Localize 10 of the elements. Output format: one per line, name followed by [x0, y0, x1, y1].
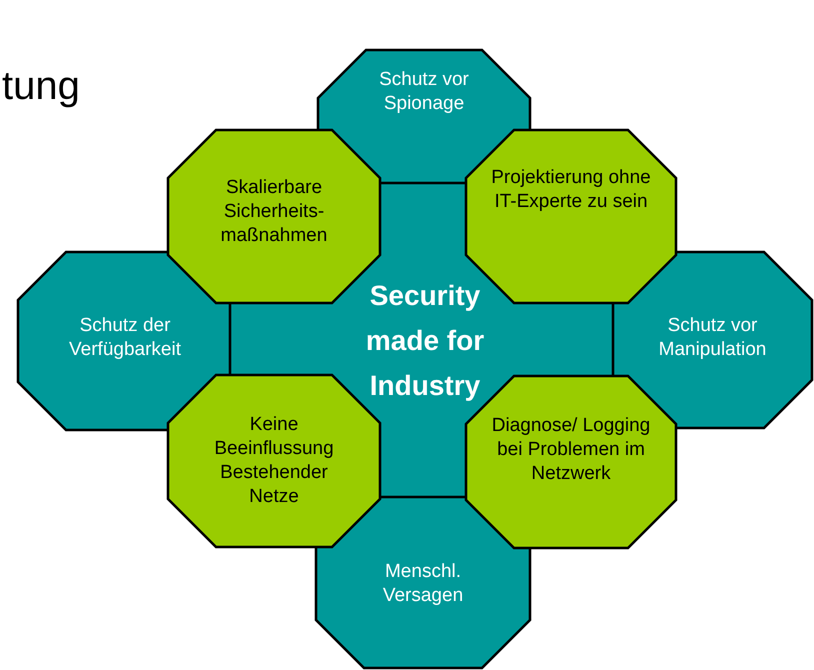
node-label: Schutz vor Manipulation — [658, 314, 768, 362]
node-label: Schutz der Verfügbarkeit — [68, 314, 182, 362]
center-title: Security made for Industry — [364, 279, 486, 403]
node-label: Skalierbare Sicherheits- maßnahmen — [220, 176, 328, 248]
node-label: Projektierung ohne IT-Experte zu sein — [491, 166, 651, 214]
node-label: Schutz vor Spionage — [378, 68, 470, 116]
node-label: Diagnose/ Logging bei Problemen im Netzwerk — [491, 414, 651, 486]
node-label: Menschl. Versagen — [382, 560, 464, 608]
heading-fragment: tung — [2, 64, 80, 109]
node-label: Keine Beeinflussung Bestehender Netze — [213, 413, 335, 509]
